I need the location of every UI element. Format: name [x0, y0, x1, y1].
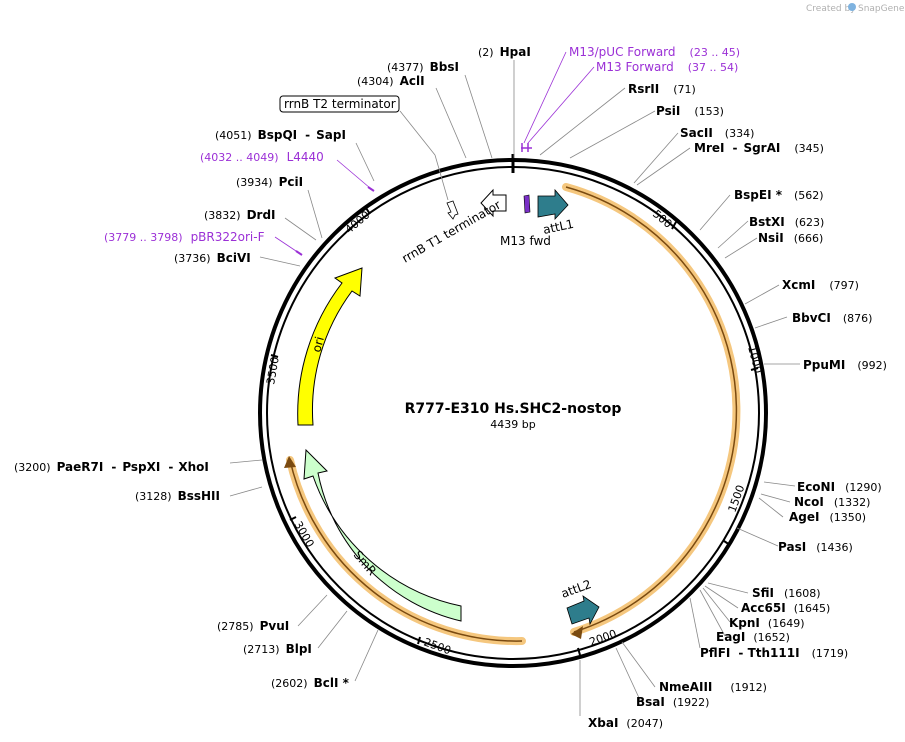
snapgene-logo-icon: [848, 3, 856, 11]
rrnb-t2-feature: rrnB T2 terminator: [279, 95, 459, 220]
site-psii: PsiI(153): [656, 104, 724, 118]
site-pasi: PasI(1436): [778, 540, 853, 554]
primer-l4440: (4032 .. 4049)L4440: [200, 150, 324, 164]
site-ppumi: PpuMI(992): [803, 358, 887, 372]
tick-marks: [270, 207, 759, 656]
site-bsai: BsaI(1922): [636, 695, 709, 709]
primer-pbr322ori-f: (3779 .. 3798)pBR322ori-F: [104, 230, 265, 244]
orf-arrow-left-head: [284, 456, 296, 468]
m13fwd-feature: M13 fwd: [500, 194, 551, 248]
site-pvui: (2785)PvuI: [217, 619, 289, 633]
site-bbsi: (4377)BbsI: [387, 60, 459, 74]
site-bspei: BspEI *(562): [734, 188, 824, 202]
site-blpi: (2713)BlpI: [243, 642, 312, 656]
site-pcii: (3934)PciI: [236, 175, 303, 189]
m13fwd-label: M13 fwd: [500, 234, 551, 248]
site-sacii: SacII(334): [680, 126, 754, 140]
primer-m13-forward: M13 Forward(37 .. 54): [596, 60, 738, 74]
site-mrei-sgrai: MreI-SgrAI(345): [694, 141, 824, 155]
site-bcivi: (3736)BciVI: [174, 251, 251, 265]
site-drdi: (3832)DrdI: [204, 208, 276, 222]
attl1-feature: attL1: [537, 188, 575, 237]
site-kpni: KpnI(1649): [729, 616, 804, 630]
tick-label: 1000: [745, 344, 765, 374]
snapgene-watermark: Created by SnapGene: [806, 3, 905, 14]
site-hpai: (2)HpaI: [478, 45, 531, 59]
site-nmeaiii: NmeAIII(1912): [659, 680, 767, 694]
site-nsii: NsiI(666): [758, 231, 823, 245]
orf-arrow-right-head: [571, 626, 583, 639]
site-eagi: EagI(1652): [716, 630, 790, 644]
site-leader-lines: [229, 60, 800, 716]
site-ncoi: NcoI(1332): [794, 495, 870, 509]
site-sfii: SfiI(1608): [752, 586, 821, 600]
site-bcli: (2602)BclI *: [271, 676, 350, 690]
site-rsrii: RsrII(71): [628, 82, 696, 96]
site-pflfi-tth111i: PflFI-Tth111I(1719): [700, 646, 848, 660]
site-paer7i-pspxi-xhoi: (3200)PaeR7I-PspXI-XhoI: [14, 460, 209, 474]
site-econi: EcoNI(1290): [797, 480, 882, 494]
site-bstxi: BstXI(623): [749, 215, 824, 229]
primer-m13-puc-forward: M13/pUC Forward(23 .. 45): [569, 45, 740, 59]
watermark-brand: SnapGene: [858, 4, 905, 14]
rrnb-t2-label: rrnB T2 terminator: [284, 97, 396, 111]
primer-leader-lines: [274, 51, 595, 254]
site-agei: AgeI(1350): [789, 510, 866, 524]
site-bbvci: BbvCI(876): [792, 311, 872, 325]
watermark-prefix: Created by: [806, 4, 856, 14]
ori-label: ori: [309, 335, 327, 354]
tick-label: 3500: [264, 356, 282, 386]
orf-arc-right: [565, 186, 738, 633]
rrnb-t2-box: [279, 95, 400, 113]
orf-arc-left: [289, 459, 523, 642]
site-xcmi: XcmI(797): [782, 278, 859, 292]
attl1-label: attL1: [542, 217, 575, 237]
plasmid-name: R777-E310 Hs.SHC2-nostop: [405, 401, 622, 417]
site-xbai: XbaI(2047): [588, 716, 663, 730]
plasmid-size: 4439 bp: [490, 418, 535, 431]
site-bspqi-sapi: (4051)BspQI-SapI: [215, 128, 346, 142]
site-bsshii: (3128)BssHII: [135, 489, 220, 503]
ori-feature: ori: [297, 267, 363, 426]
attl2-label: attL2: [559, 577, 593, 601]
site-acc65i: Acc65I(1645): [741, 601, 830, 615]
site-acli: (4304)AclI: [357, 74, 425, 88]
attl2-feature: attL2: [559, 577, 600, 626]
